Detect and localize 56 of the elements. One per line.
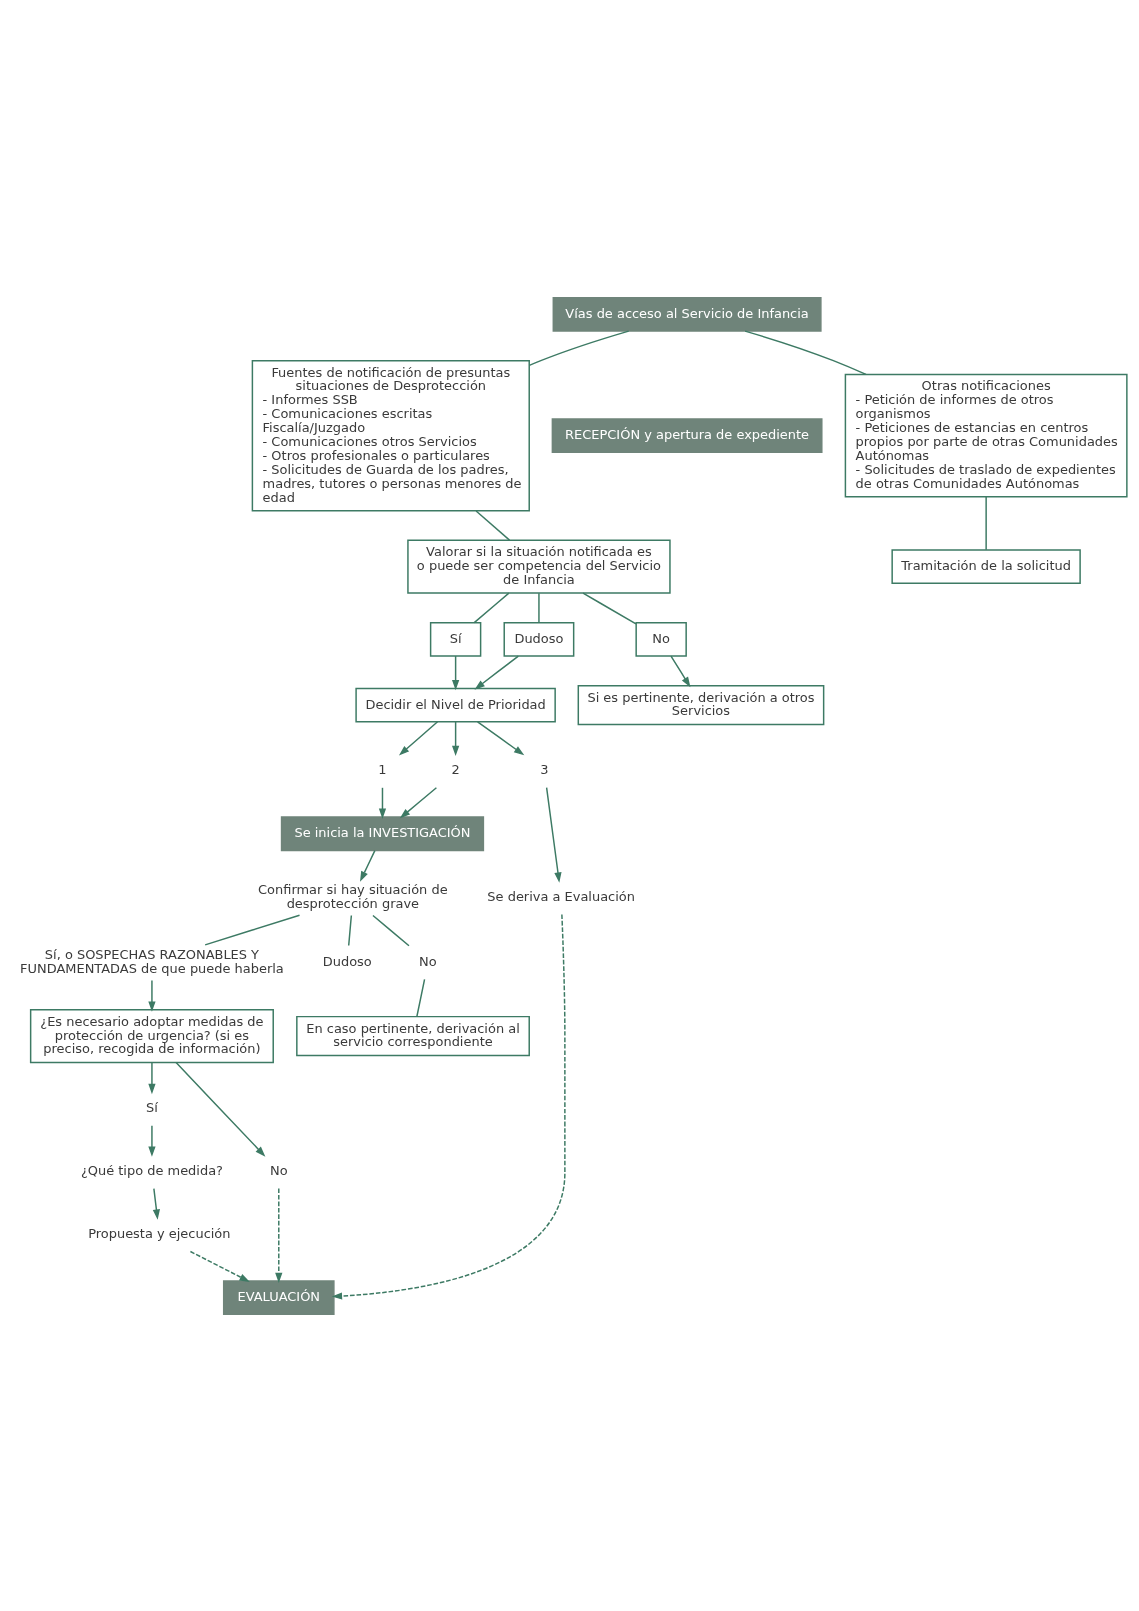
arrow xyxy=(189,1250,250,1282)
arrow xyxy=(148,979,156,1012)
connector xyxy=(372,914,410,946)
node-text: ¿Qué tipo de medida? xyxy=(80,1162,223,1178)
arrow xyxy=(378,786,387,819)
connector xyxy=(475,509,511,541)
node-text: No xyxy=(419,953,437,969)
arrow xyxy=(476,720,525,755)
node-text: Sí xyxy=(146,1099,158,1115)
node-box: Valorar si la situación notificada es o puede ser competencia del Servicio de Infancia xyxy=(407,539,671,594)
arrow xyxy=(452,720,460,756)
arrow xyxy=(545,786,562,883)
node-box: En caso pertinente, derivación al servicio correspondiente xyxy=(296,1015,530,1056)
arrow xyxy=(275,1187,283,1283)
node-box: Sí xyxy=(429,621,482,657)
arrow xyxy=(452,654,460,690)
arrow xyxy=(331,913,566,1300)
node-box: Tramitación de la solicitud xyxy=(891,548,1081,584)
node-box: RECEPCIÓN y apertura de expediente xyxy=(551,417,823,453)
node-box: Dudoso xyxy=(503,621,575,657)
node-box: No xyxy=(635,621,687,657)
node-box: Fuentes de notificación de presuntas situaciones de Desprotección - Informes SSB - Comunicaciones escritas Fiscalía/Juzgado - Comunicaciones otros Servicios - Otros profesionales o particulares - Solicitudes de Guarda de los padres, madres, tutores o personas menores de edad xyxy=(251,359,530,511)
arrow xyxy=(152,1187,160,1220)
arrow xyxy=(398,720,439,756)
arrow xyxy=(670,654,691,687)
arrow xyxy=(175,1061,266,1157)
connector xyxy=(204,914,301,946)
node-box: ¿Es necesario adoptar medidas de protección de urgencia? (si es preciso, recogida de información) xyxy=(29,1008,274,1063)
node-box: Vías de acceso al Servicio de Infancia xyxy=(552,296,822,332)
node-box: Si es pertinente, derivación a otros Servicios xyxy=(577,684,825,725)
node-box: Decidir el Nivel de Prioridad xyxy=(355,687,556,722)
node-text: 2 xyxy=(451,761,460,777)
connector xyxy=(528,329,630,366)
arrow xyxy=(148,1061,156,1094)
connector xyxy=(985,495,987,550)
connector xyxy=(744,329,867,375)
node-text: 1 xyxy=(378,761,387,777)
arrow xyxy=(399,786,438,818)
node-text: Dudoso xyxy=(322,953,372,969)
connector xyxy=(538,591,540,623)
node-text: Sí, o SOSPECHAS RAZONABLES Y FUNDAMENTADAS de que puede haberla xyxy=(20,946,284,976)
node-box: Se inicia la INVESTIGACIÓN xyxy=(280,815,485,851)
arrow xyxy=(474,654,520,690)
arrow xyxy=(148,1124,156,1157)
node-box: EVALUACIÓN xyxy=(222,1279,335,1315)
node-text: No xyxy=(269,1162,288,1178)
node-text: Propuesta y ejecución xyxy=(88,1225,231,1241)
arrow xyxy=(360,849,376,882)
node-box: Otras notificaciones - Petición de informes de otros organismos - Peticiones de estancias en centros propios por parte de otras Comunidades Autónomas - Solicitudes de traslado de expedientes de otras Comunidades Autónomas xyxy=(844,373,1128,497)
connector xyxy=(582,591,637,625)
connector xyxy=(473,591,510,623)
node-text: Confirmar si hay situación de desprotección grave xyxy=(258,881,448,911)
node-text: Se deriva a Evaluación xyxy=(487,888,635,904)
node-text: 3 xyxy=(540,761,549,777)
connector xyxy=(347,914,353,946)
connector xyxy=(416,978,426,1017)
